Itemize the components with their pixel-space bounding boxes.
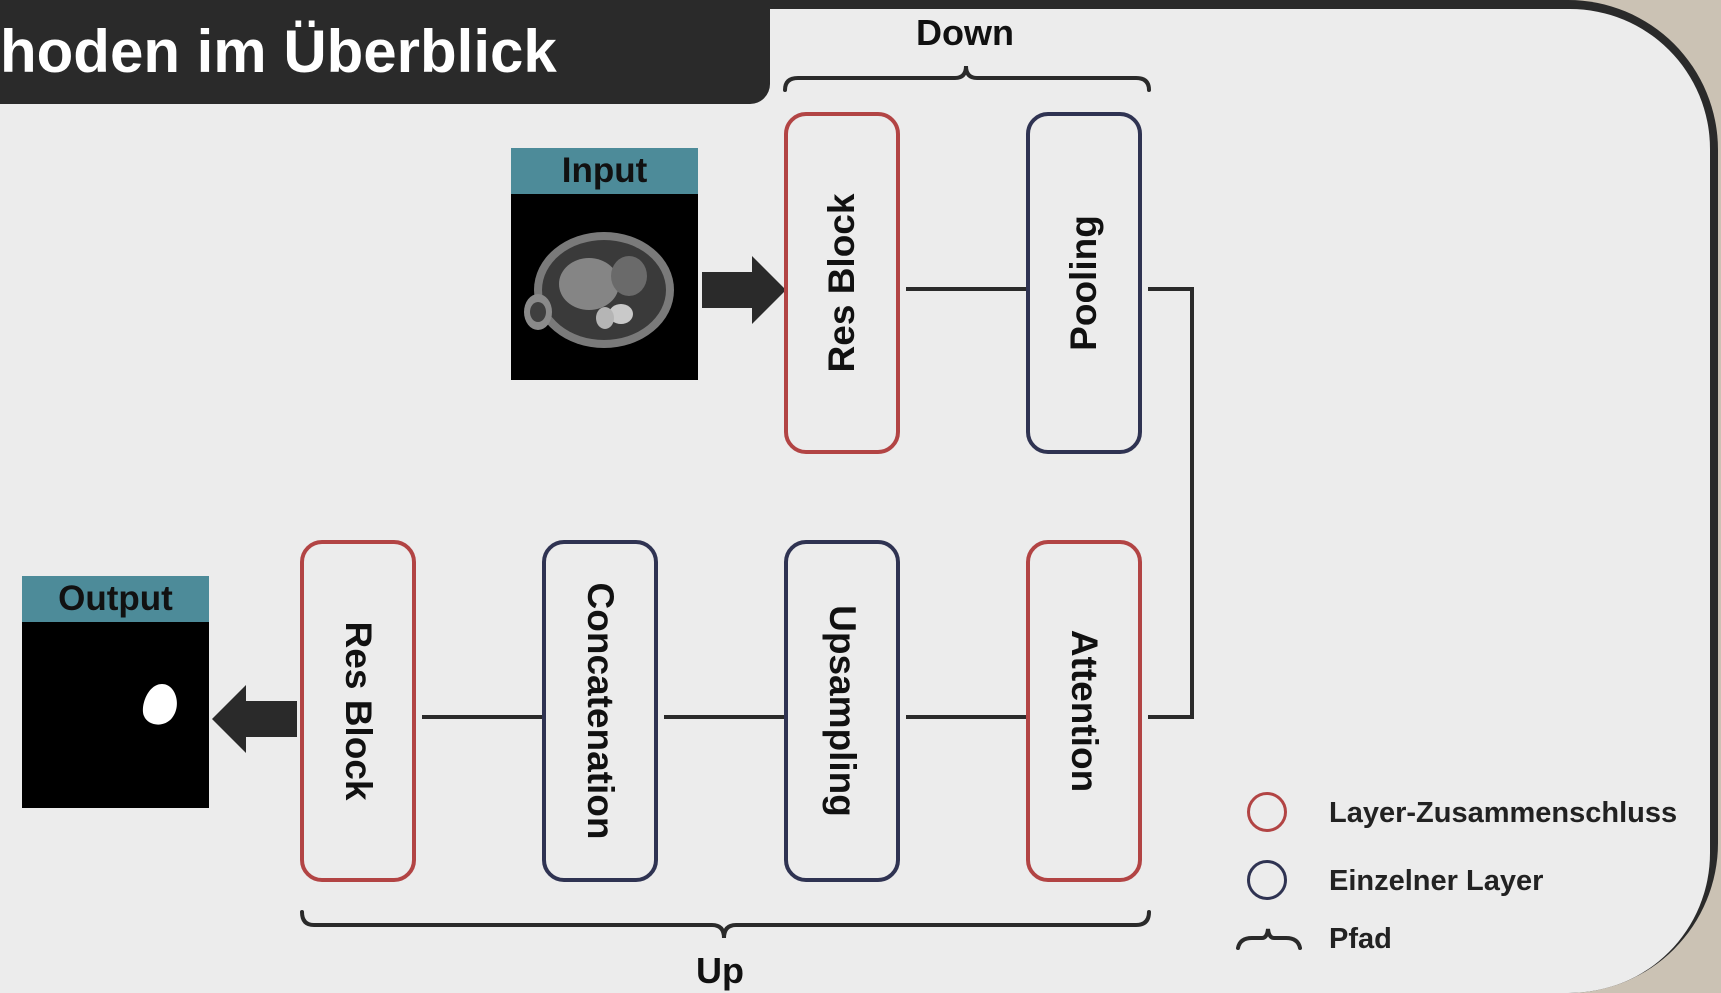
input-label: Input <box>511 148 698 194</box>
up-brace <box>300 910 1151 939</box>
down-res-block-label: Res Block <box>821 193 862 373</box>
input-image <box>511 194 698 380</box>
legend-combined-label: Layer-Zusammenschluss <box>1329 797 1678 829</box>
legend-brace-icon <box>1236 928 1302 950</box>
output-arrow <box>212 685 297 753</box>
output-image <box>22 622 209 808</box>
output-image-card: Output <box>22 576 209 808</box>
input-image-card: Input <box>511 148 698 380</box>
up-path-label: Up <box>696 950 744 991</box>
title-bar: hoden im Überblick <box>0 0 770 104</box>
output-label: Output <box>22 576 209 622</box>
navy-circle-icon <box>1247 860 1287 900</box>
legend-single-label: Einzelner Layer <box>1329 865 1544 897</box>
upsampling-block-label: Upsampling <box>822 605 863 817</box>
up-res-block: Res Block <box>300 540 416 882</box>
up-res-block-label: Res Block <box>338 621 379 801</box>
pooling-block: Pooling <box>1026 112 1142 454</box>
concatenation-block-label: Concatenation <box>580 582 621 840</box>
attention-block: Attention <box>1026 540 1142 882</box>
down-path-label: Down <box>916 12 1014 53</box>
concatenation-block: Concatenation <box>542 540 658 882</box>
legend-path-label: Pfad <box>1329 923 1392 955</box>
segmentation-mask-image <box>142 684 177 725</box>
pooling-block-label: Pooling <box>1063 215 1104 351</box>
down-res-block: Res Block <box>784 112 900 454</box>
mri-scan-image <box>524 232 674 348</box>
connector-pooling-attention <box>1148 287 1194 719</box>
input-arrow <box>702 256 786 324</box>
down-brace <box>783 65 1151 92</box>
upsampling-block: Upsampling <box>784 540 900 882</box>
attention-block-label: Attention <box>1064 629 1105 793</box>
slide-title: hoden im Überblick <box>0 18 557 85</box>
red-circle-icon <box>1247 792 1287 832</box>
